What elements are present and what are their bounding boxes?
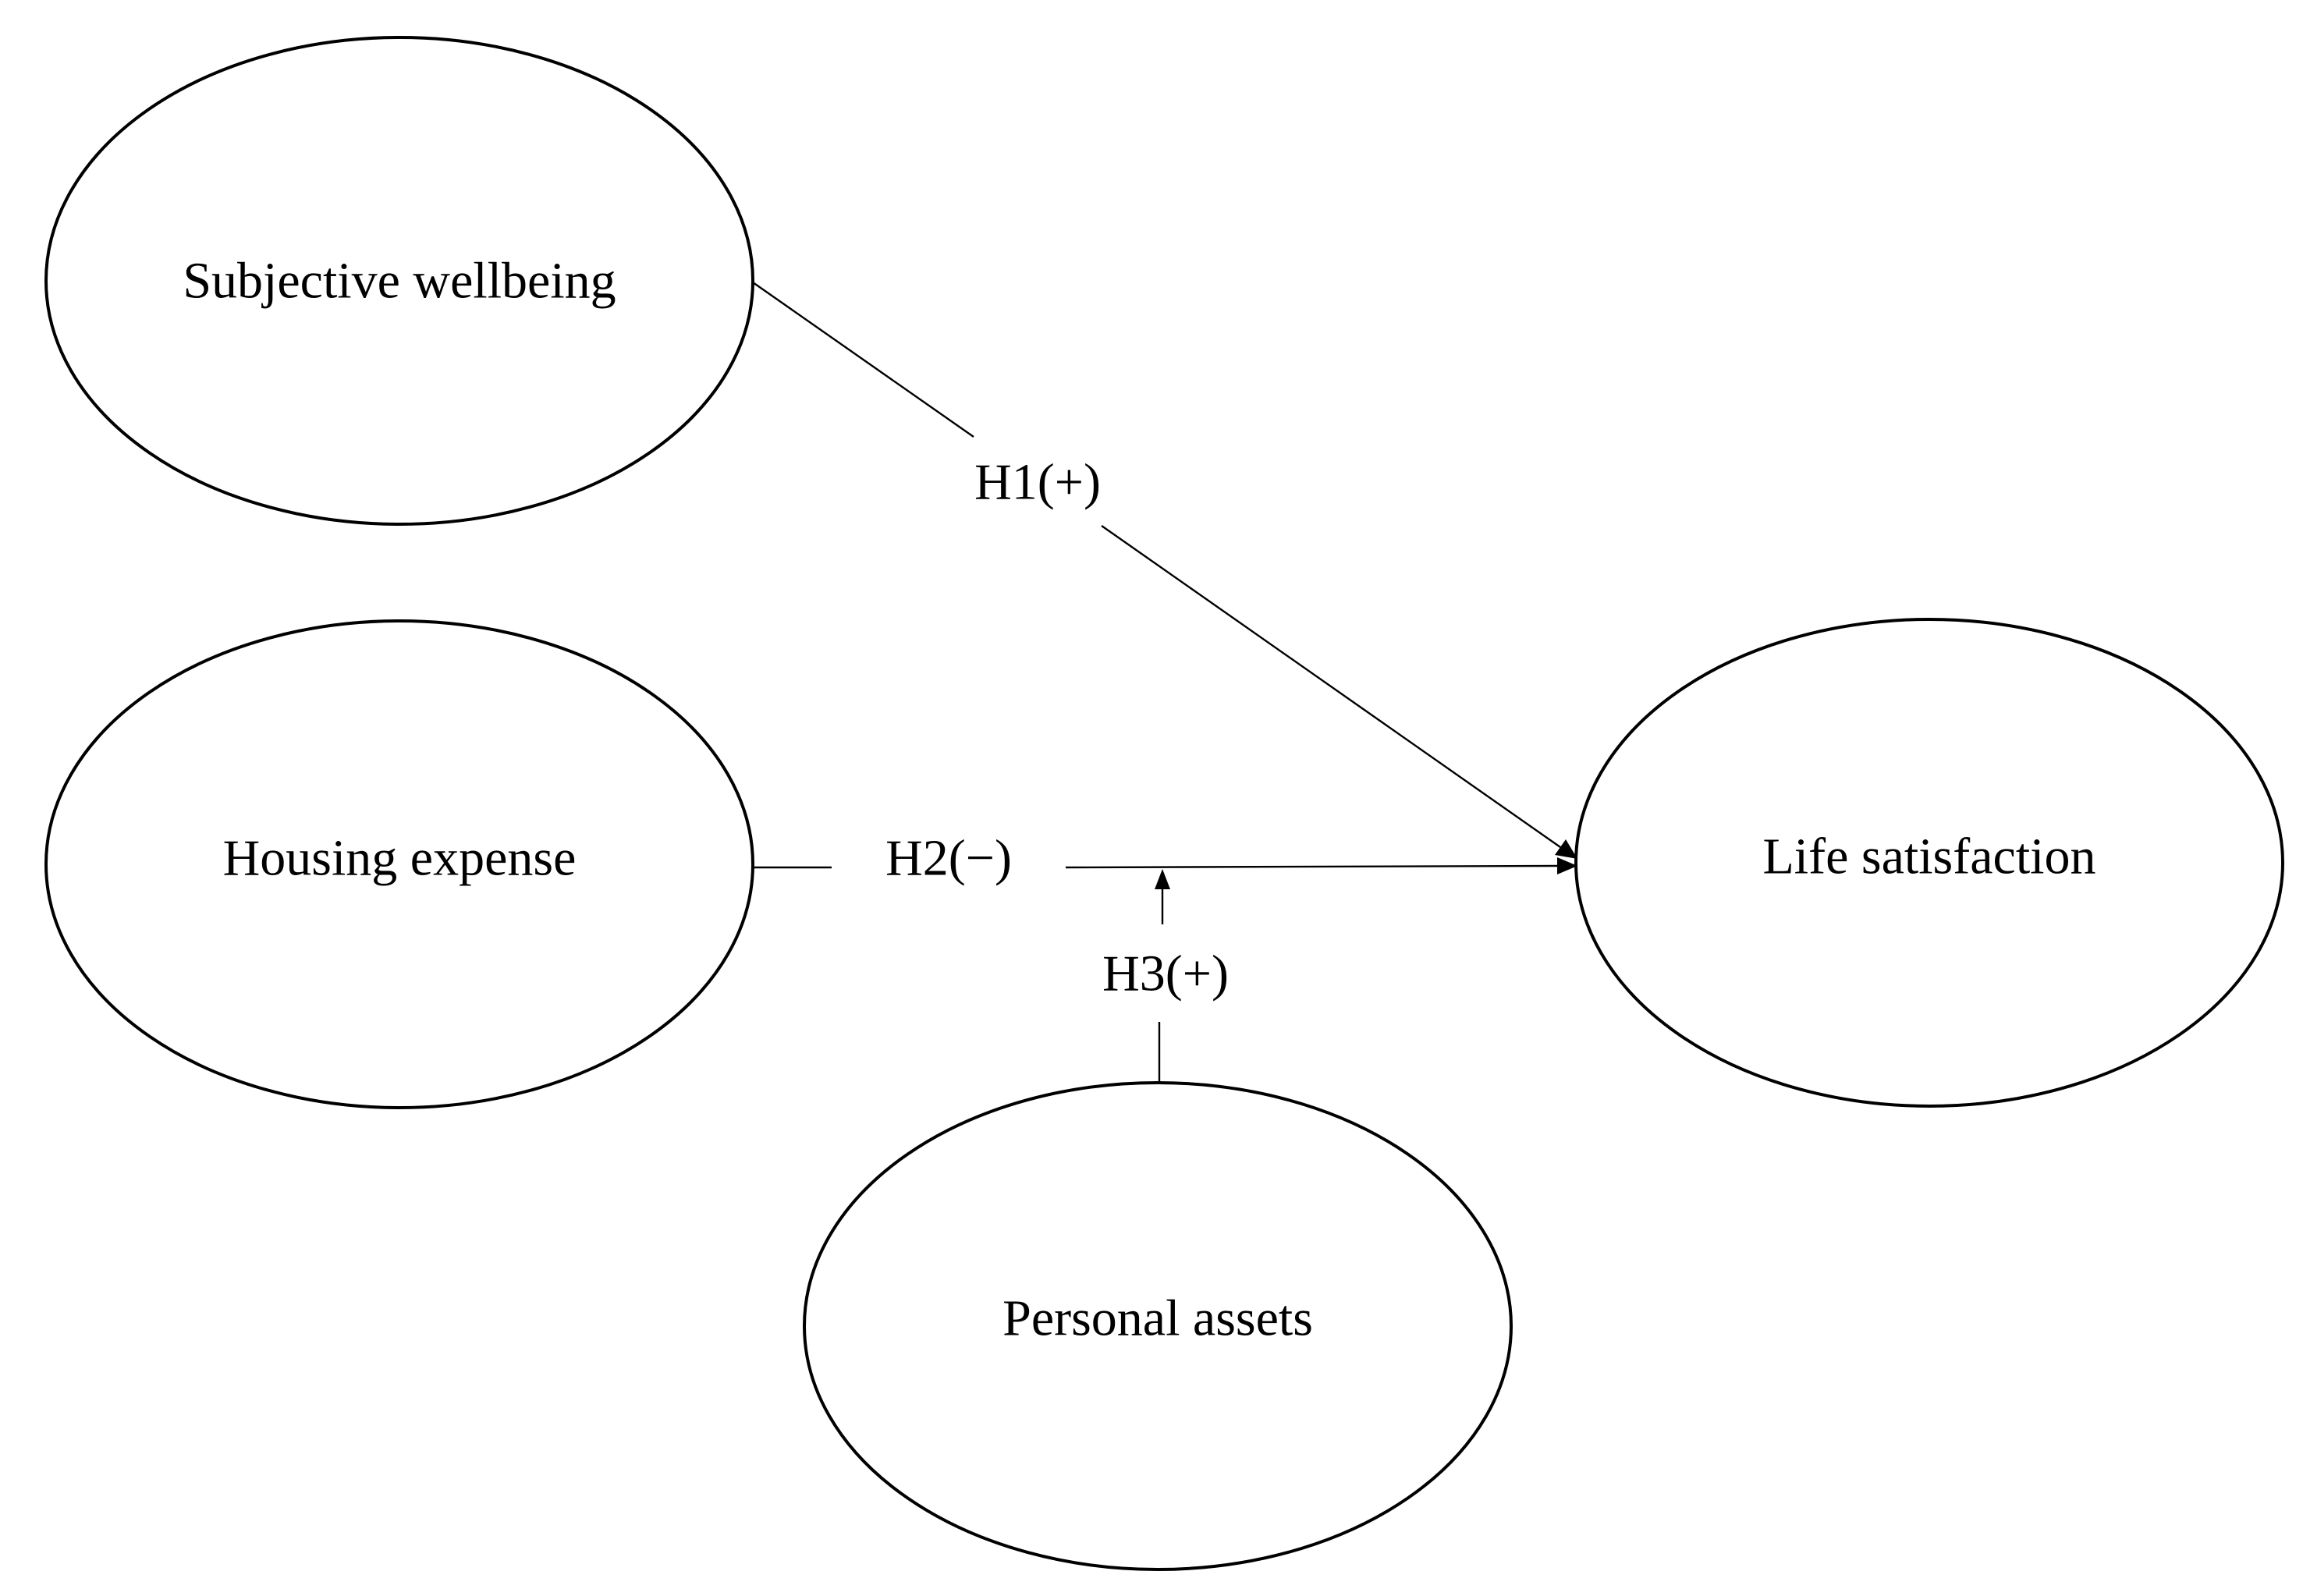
edge-h1-arrowhead [1555, 839, 1577, 859]
node-housing-expense: Housing expense [44, 619, 754, 1109]
edge-h1: H1(+) [752, 282, 1577, 859]
node-life-satisfaction-label: Life satisfaction [1762, 828, 2095, 885]
edge-h1-label: H1(+) [974, 454, 1101, 511]
node-subjective-wellbeing: Subjective wellbeing [44, 36, 754, 526]
edge-h2-label: H2(−) [885, 830, 1012, 887]
edge-h2-line-end [1065, 864, 1560, 869]
node-housing-expense-shape [44, 619, 754, 1109]
node-personal-assets-label: Personal assets [1002, 1290, 1313, 1347]
node-housing-expense-label: Housing expense [223, 830, 577, 887]
node-subjective-wellbeing-shape [44, 36, 754, 526]
edge-h3-label: H3(+) [1102, 945, 1229, 1002]
node-life-satisfaction: Life satisfaction [1574, 618, 2284, 1108]
node-life-satisfaction-shape [1574, 618, 2284, 1108]
edge-h3-arrowhead [1155, 869, 1170, 889]
edge-h3: H3(+) [1102, 869, 1229, 1083]
edge-h2: H2(−) [753, 830, 1577, 887]
edge-h1-line-end [1101, 525, 1561, 848]
node-personal-assets-shape [803, 1081, 1513, 1571]
node-personal-assets: Personal assets [803, 1081, 1513, 1571]
edge-h1-line-start [752, 282, 974, 438]
node-subjective-wellbeing-label: Subjective wellbeing [183, 253, 616, 310]
edge-h2-arrowhead [1557, 857, 1577, 874]
